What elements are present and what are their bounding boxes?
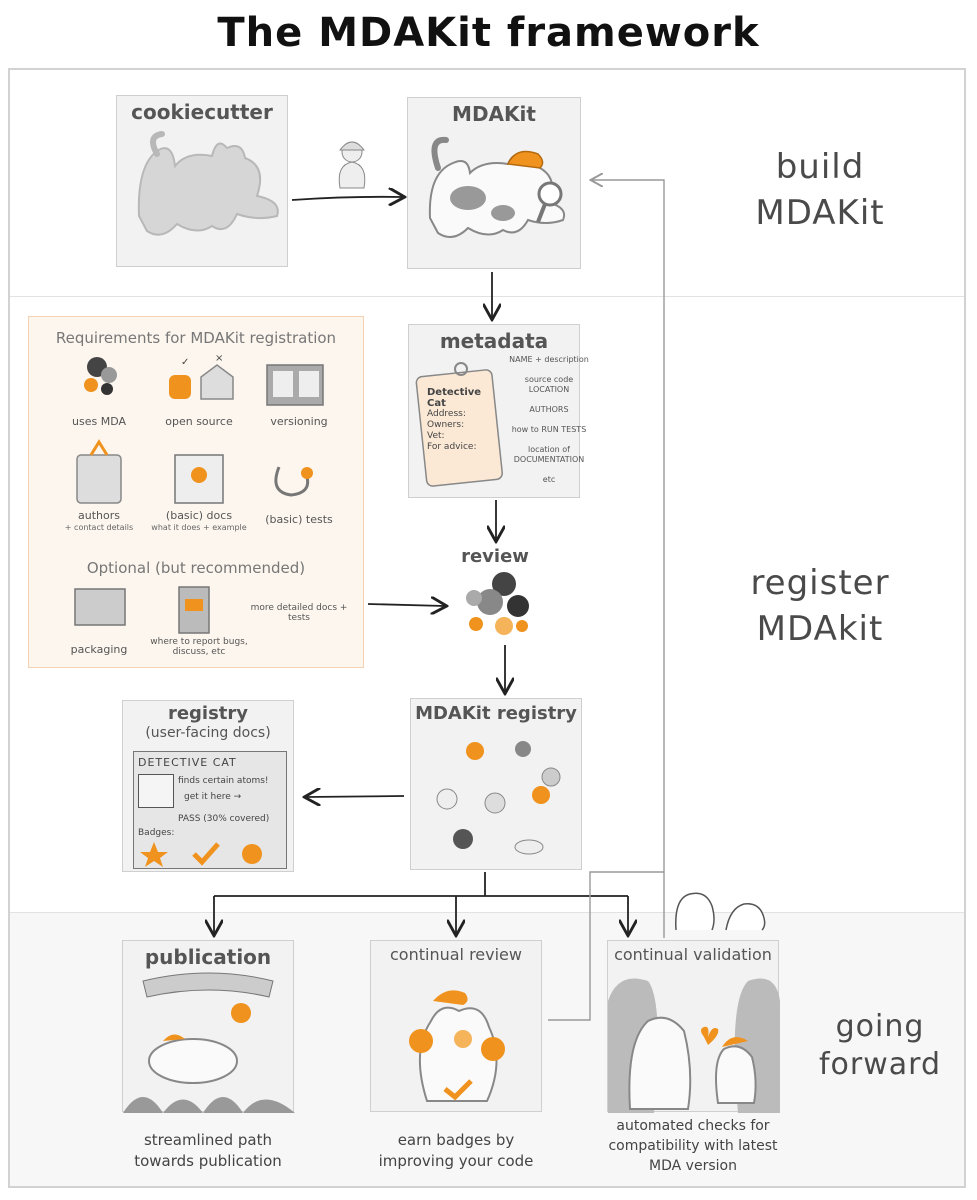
requirements-title: Requirements for MDAKit registration bbox=[55, 329, 337, 347]
mdakit-registry-panel: MDAKit registry bbox=[410, 698, 582, 870]
doc-heading: DETECTIVE CAT bbox=[138, 756, 237, 769]
requirements-box: Requirements for MDAKit registration ✓× … bbox=[28, 316, 364, 668]
metadata-field: location of DOCUMENTATION bbox=[513, 445, 585, 464]
req-label: open source bbox=[165, 415, 233, 428]
section-label-register: register MDAkit bbox=[730, 560, 910, 652]
metadata-tag-illustration bbox=[415, 362, 504, 487]
mdakit-title: MDAKit bbox=[452, 102, 536, 126]
req-label: packaging bbox=[70, 643, 128, 656]
metadata-card-text: Detective Cat Address: Owners: Vet: For … bbox=[427, 387, 497, 453]
section-label-line: MDAkit bbox=[756, 609, 884, 649]
req-sublabel: + contact details bbox=[64, 523, 134, 532]
band-separator-build bbox=[10, 296, 964, 297]
page-title: The MDAKit framework bbox=[217, 10, 760, 56]
card-vet: Vet: bbox=[427, 431, 445, 441]
metadata-field: how to RUN TESTS bbox=[511, 425, 587, 434]
doc-line1: finds certain atoms! bbox=[178, 776, 269, 786]
metadata-panel: metadata Detective Cat Address: Owners: … bbox=[408, 324, 589, 498]
small-detective-cat-icon bbox=[338, 141, 366, 189]
metadata-title: metadata bbox=[439, 329, 549, 353]
req-tests: (basic) tests bbox=[249, 513, 349, 526]
req-label: versioning bbox=[270, 415, 328, 428]
opt-detailed-docs: more detailed docs + tests bbox=[249, 603, 349, 623]
detective-cat-illustration bbox=[428, 136, 566, 238]
publication-title: publication bbox=[144, 945, 272, 969]
publication-caption: streamlined path towards publication bbox=[134, 1131, 282, 1170]
registry-docs-panel: registry (user-facing docs) DETECTIVE CA… bbox=[122, 700, 294, 872]
card-address: Address: bbox=[427, 409, 466, 419]
req-versioning: versioning bbox=[249, 415, 349, 428]
metadata-field: source code LOCATION bbox=[524, 375, 574, 394]
cookiecutter-panel: cookiecutter bbox=[116, 95, 288, 267]
req-label: (basic) docs bbox=[165, 509, 233, 522]
metadata-fields: NAME + description source code LOCATION … bbox=[509, 355, 589, 495]
feedback-line-validation bbox=[592, 180, 665, 938]
req-label: where to report bugs, discuss, etc bbox=[150, 637, 248, 657]
svg-text:✓: ✓ bbox=[181, 357, 189, 368]
continual-validation-caption: automated checks for compatibility with … bbox=[608, 1118, 778, 1174]
opt-report-bugs: where to report bugs, discuss, etc bbox=[149, 637, 249, 657]
arrow-registry-to-docs bbox=[306, 796, 405, 797]
registry-docs-title: registry bbox=[167, 703, 249, 724]
req-label: authors bbox=[78, 509, 120, 522]
continual-validation-panel: continual validation bbox=[607, 940, 780, 1113]
card-owners: Owners: bbox=[427, 420, 465, 430]
review-molecule-icon bbox=[466, 572, 529, 635]
arrow-requirements-to-review bbox=[367, 604, 445, 606]
requirements-icons: ✓× bbox=[74, 353, 324, 634]
req-open-source: open source bbox=[149, 415, 249, 428]
section-label-line: build bbox=[775, 147, 865, 187]
mdakit-panel: MDAKit bbox=[407, 97, 581, 269]
continual-review-panel: continual review bbox=[370, 940, 542, 1112]
req-uses-mda: uses MDA bbox=[49, 415, 149, 428]
req-label: (basic) tests bbox=[265, 513, 333, 526]
mdakit-registry-title: MDAKit registry bbox=[415, 703, 577, 724]
doc-badge-icons bbox=[140, 842, 262, 867]
card-advice: For advice: bbox=[427, 442, 477, 452]
req-label: more detailed docs + tests bbox=[250, 603, 348, 623]
section-label-line: forward bbox=[818, 1047, 942, 1082]
publication-illustration bbox=[123, 972, 295, 1113]
detective-doc-card: DETECTIVE CAT finds certain atoms! get i… bbox=[133, 751, 287, 869]
publication-panel: publication bbox=[122, 940, 295, 1113]
optional-title: Optional (but recommended) bbox=[86, 559, 306, 577]
band-separator-forward bbox=[10, 912, 964, 913]
branch-line bbox=[214, 872, 628, 897]
section-label-forward: going forward bbox=[790, 1008, 970, 1084]
continual-review-caption: earn badges by improving your code bbox=[378, 1131, 534, 1170]
doc-cat-thumbnail bbox=[138, 774, 174, 808]
doc-line2: get it here → bbox=[184, 792, 242, 802]
continual-review-illustration bbox=[409, 990, 505, 1102]
doc-status: PASS (30% covered) bbox=[178, 814, 270, 824]
continual-review-title: continual review bbox=[390, 945, 522, 964]
metadata-field: etc bbox=[542, 475, 556, 484]
cookiecutter-title: cookiecutter bbox=[131, 100, 273, 124]
req-sublabel: what it does + example bbox=[151, 523, 247, 532]
metadata-field: AUTHORS bbox=[529, 405, 569, 414]
section-label-line: going bbox=[835, 1009, 925, 1044]
req-authors: authors+ contact details bbox=[49, 509, 149, 532]
card-title: Detective Cat bbox=[427, 387, 482, 409]
metadata-field: NAME + description bbox=[509, 355, 589, 364]
registry-cats-illustration bbox=[436, 741, 561, 855]
svg-text:×: × bbox=[215, 353, 223, 364]
cookie-cat-illustration bbox=[137, 131, 279, 236]
section-label-line: MDAKit bbox=[755, 193, 885, 233]
continual-validation-illustration bbox=[608, 978, 780, 1113]
review-title: review bbox=[461, 546, 529, 567]
diagram-frame bbox=[8, 68, 966, 1188]
feedback-line-review bbox=[548, 871, 664, 1021]
continual-validation-title: continual validation bbox=[614, 945, 772, 964]
section-label-build: build MDAKit bbox=[730, 144, 910, 236]
arrow-cookiecutter-to-mdakit bbox=[291, 197, 403, 200]
registry-docs-subtitle: (user-facing docs) bbox=[145, 725, 271, 741]
peeking-cats-icon bbox=[675, 892, 766, 931]
doc-badges: Badges: bbox=[138, 828, 175, 838]
section-label-line: register bbox=[750, 563, 890, 603]
req-label: uses MDA bbox=[72, 415, 126, 428]
opt-packaging: packaging bbox=[49, 643, 149, 656]
